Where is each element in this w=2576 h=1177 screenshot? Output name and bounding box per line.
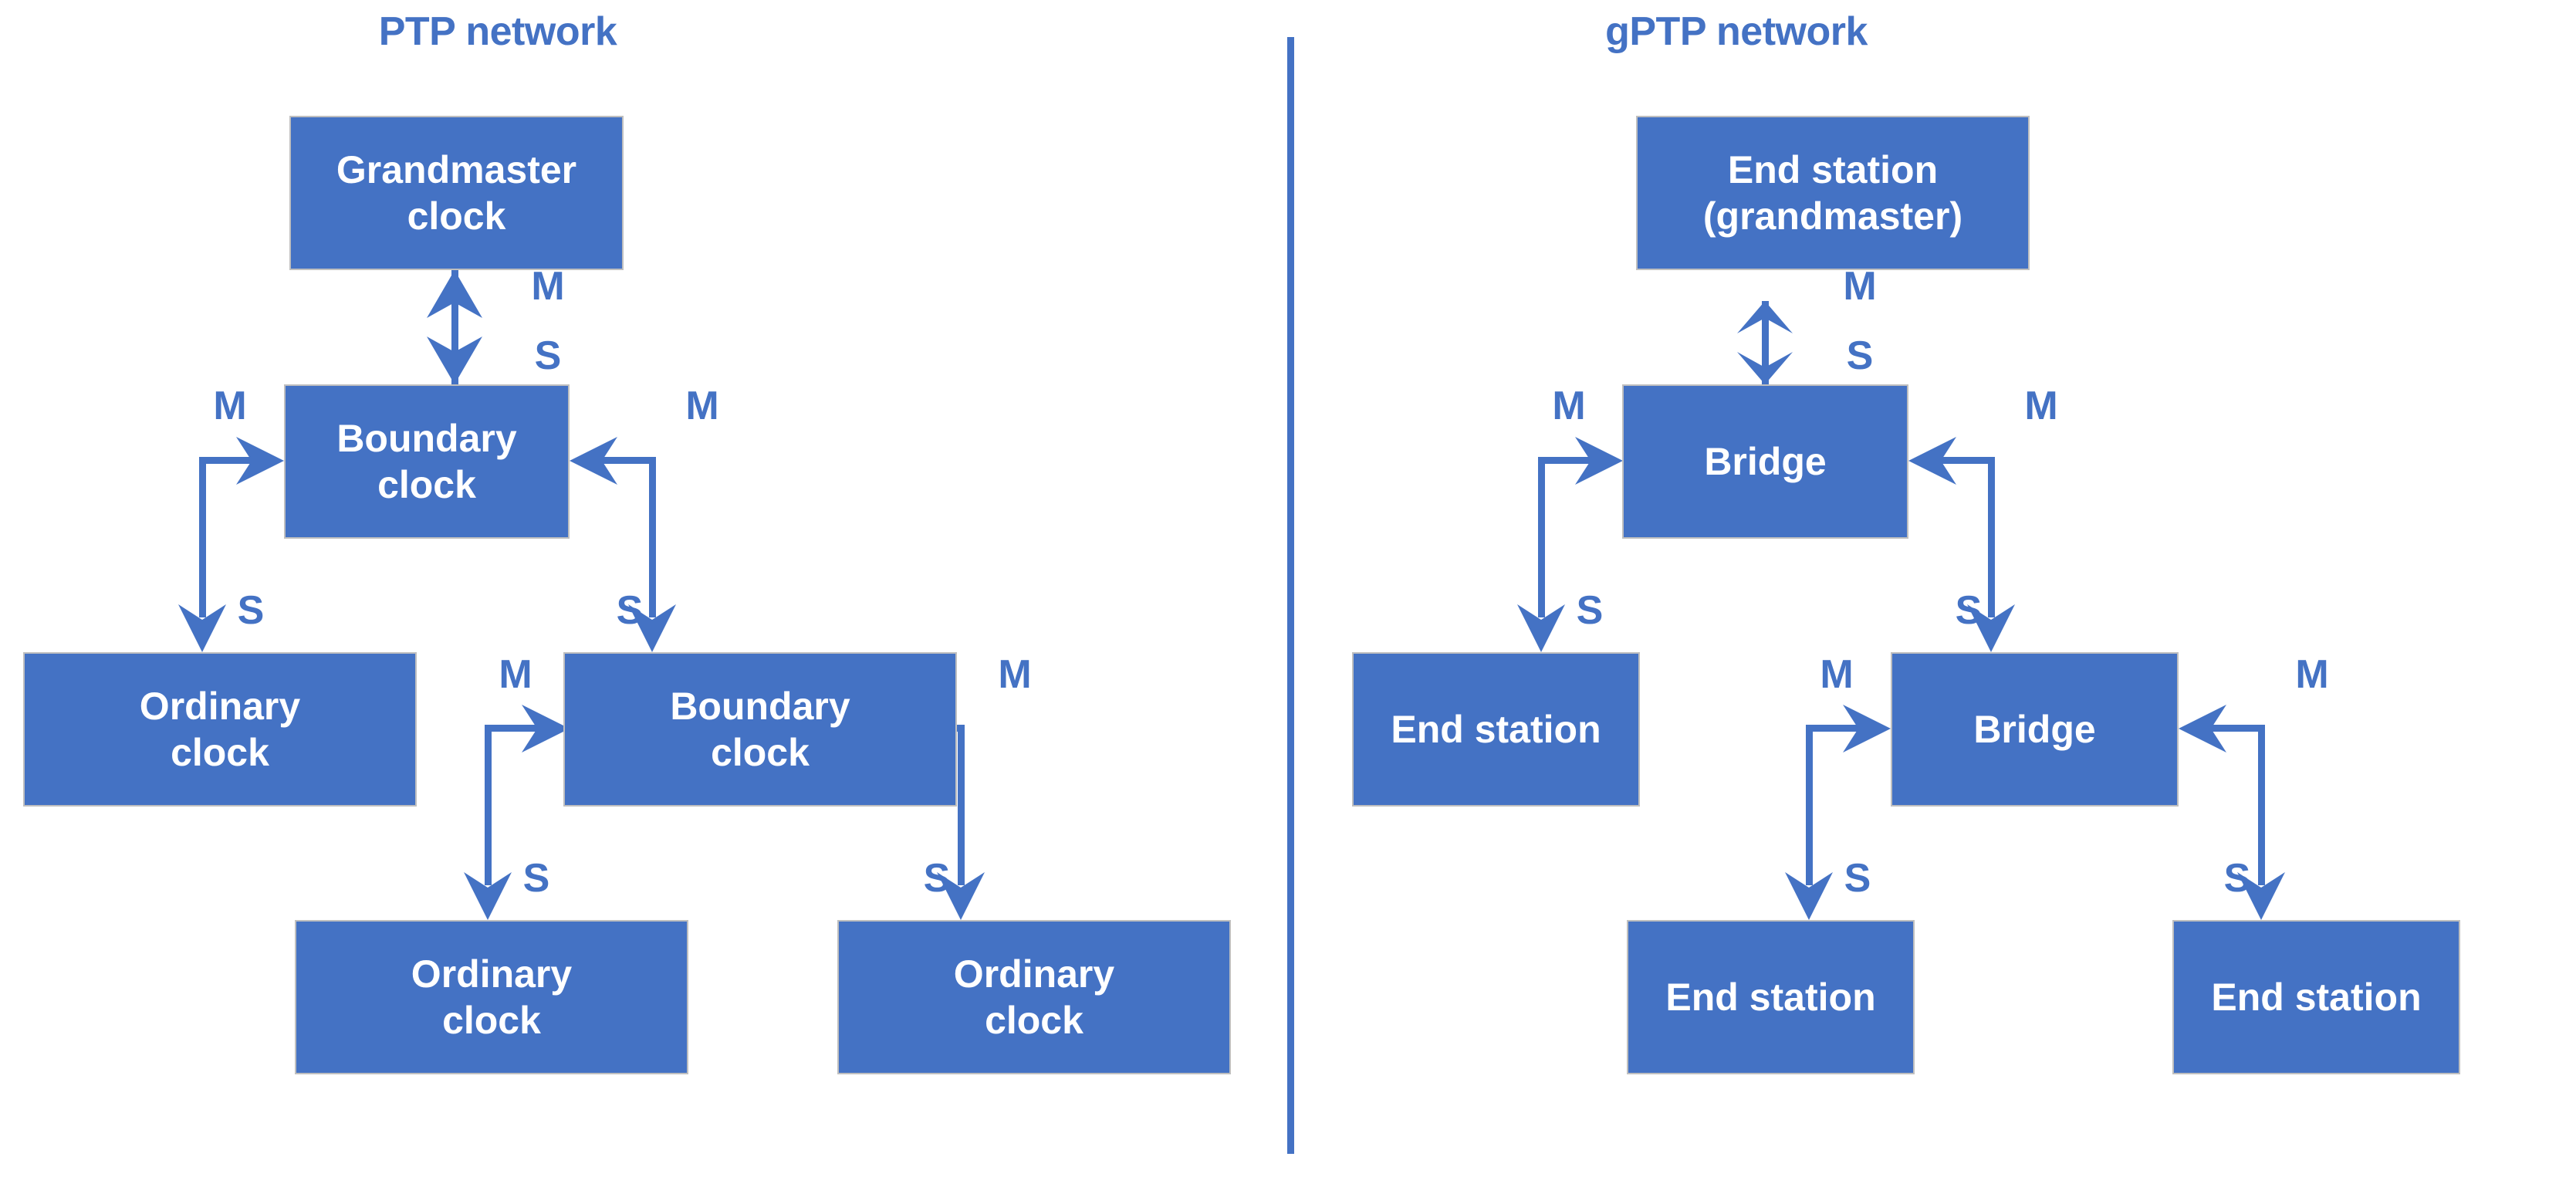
port-label-br-mid-slave: S bbox=[1955, 588, 1983, 633]
node-ordinary-clock-left[interactable]: Ordinary clock bbox=[23, 652, 417, 807]
node-ordinary-clock-bottom-left[interactable]: Ordinary clock bbox=[295, 920, 688, 1074]
port-label-bc2-left-master: M bbox=[499, 652, 532, 697]
port-label-br-right-master: M bbox=[2024, 384, 2058, 428]
panel-title-ptp: PTP network bbox=[378, 9, 617, 54]
port-label-oc-bl-slave: S bbox=[522, 856, 550, 901]
port-label-bc-right-master: M bbox=[685, 384, 719, 428]
port-label-es-left-slave: S bbox=[1576, 588, 1604, 633]
port-label-br-left-master: M bbox=[1552, 384, 1586, 428]
node-end-station-grandmaster[interactable]: End station (grandmaster) bbox=[1636, 116, 2030, 270]
node-grandmaster-clock[interactable]: Grandmaster clock bbox=[289, 116, 624, 270]
port-label-gm-slave: S bbox=[534, 333, 562, 378]
port-label-oc-left-slave: S bbox=[237, 588, 265, 633]
port-label-bc-left-master: M bbox=[213, 384, 247, 428]
port-label-br2-left-master: M bbox=[1820, 652, 1854, 697]
link-endstationgm-to-bridge bbox=[1737, 301, 1793, 384]
node-end-station-bottom-right[interactable]: End station bbox=[2172, 920, 2460, 1074]
node-ordinary-clock-bottom-right[interactable]: Ordinary clock bbox=[837, 920, 1231, 1074]
node-boundary-clock-top[interactable]: Boundary clock bbox=[284, 384, 570, 539]
link-gm-to-boundary bbox=[427, 270, 482, 384]
panel-divider bbox=[1287, 37, 1294, 1154]
panel-title-gptp: gPTP network bbox=[1605, 9, 1868, 54]
port-label-bc2-right-master: M bbox=[998, 652, 1032, 697]
port-label-br2-right-master: M bbox=[2295, 652, 2329, 697]
port-label-es-master: M bbox=[1843, 264, 1877, 309]
port-label-es-bl-slave: S bbox=[1844, 856, 1871, 901]
node-end-station-left[interactable]: End station bbox=[1352, 652, 1640, 807]
port-label-gm-master: M bbox=[531, 264, 565, 309]
port-label-bc-mid-slave: S bbox=[616, 588, 644, 633]
node-bridge-mid[interactable]: Bridge bbox=[1891, 652, 2179, 807]
port-label-es-slave: S bbox=[1846, 333, 1874, 378]
node-boundary-clock-mid[interactable]: Boundary clock bbox=[563, 652, 957, 807]
node-end-station-bottom-left[interactable]: End station bbox=[1627, 920, 1915, 1074]
node-bridge-top[interactable]: Bridge bbox=[1622, 384, 1908, 539]
port-label-oc-br-slave: S bbox=[923, 856, 951, 901]
port-label-es-br-slave: S bbox=[2223, 856, 2251, 901]
